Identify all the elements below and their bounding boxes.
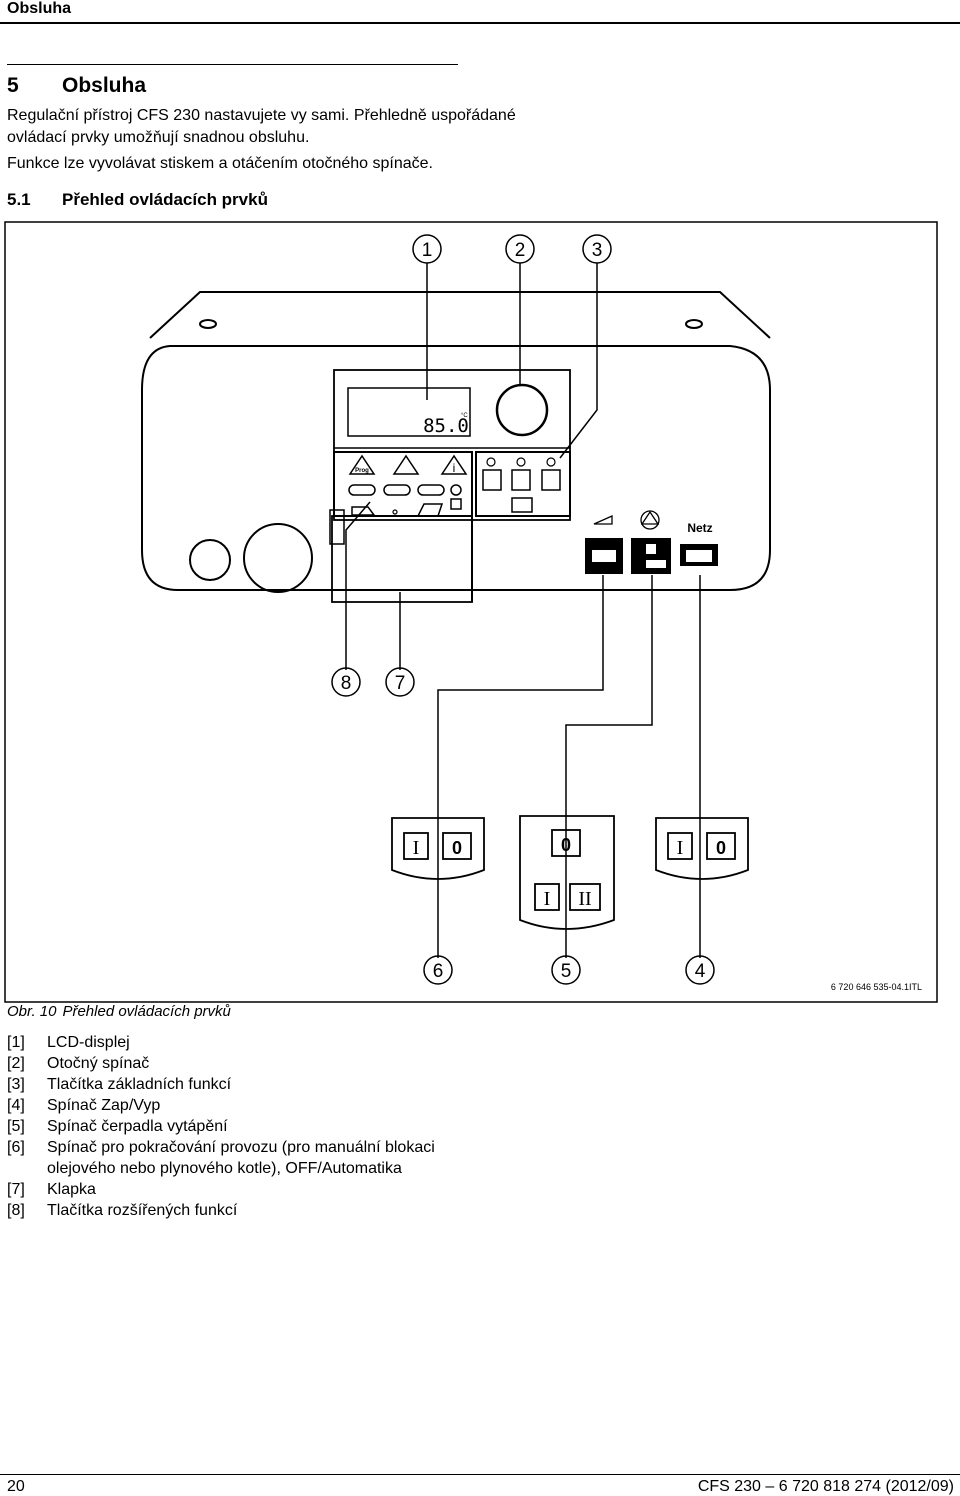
pump-icon — [640, 510, 660, 525]
switch-5-off: 0 — [561, 835, 571, 855]
controls-overview-figure: 1 2 3 8 7 6 5 4 85.0 °C Prog i Netz I 0 … — [4, 221, 938, 1003]
control-module — [333, 369, 571, 521]
basic-button-3 — [541, 469, 561, 491]
controller-top-housing — [149, 291, 771, 339]
callout-5: 5 — [561, 961, 572, 982]
callout-3-circle — [582, 234, 612, 264]
netz-label: Netz — [687, 521, 712, 535]
rotary-knob — [495, 383, 549, 437]
legend-item: [3]Tlačítka základních funkcí — [7, 1076, 232, 1093]
running-header: Obsluha — [7, 0, 72, 17]
basic-button-4 — [511, 497, 533, 513]
callout-4: 4 — [695, 961, 706, 982]
callout-8: 8 — [341, 673, 352, 694]
figure-caption: Obr. 10 Přehled ovládacích prvků — [7, 1003, 231, 1020]
switch-5-i: I — [544, 888, 551, 910]
section-number: 5 — [7, 74, 19, 97]
legend-item: [8]Tlačítka rozšířených funkcí — [7, 1202, 238, 1219]
housing-switches — [585, 538, 718, 574]
caption-text: Přehled ovládacích prvků — [62, 1003, 231, 1020]
burner-icon — [593, 514, 613, 525]
callout-1: 1 — [422, 240, 433, 261]
section-rule — [7, 64, 458, 65]
callout-3: 3 — [592, 240, 603, 261]
ext-button-4 — [450, 484, 462, 496]
legend-item: [4]Spínač Zap/Vyp — [7, 1097, 161, 1114]
callout-2-circle — [505, 234, 535, 264]
figure-frame — [4, 221, 938, 1003]
switch-5-housing — [631, 538, 671, 574]
legend-item: [1]LCD-displej — [7, 1034, 130, 1051]
legend-item: [5]Spínač čerpadla vytápění — [7, 1118, 228, 1135]
switch-panel-5 — [519, 815, 615, 930]
info-glyph: i — [453, 461, 456, 475]
switch-4-on: I — [677, 837, 684, 859]
lcd-display — [347, 387, 471, 437]
callout-5-circle — [551, 955, 581, 985]
ext-button-2 — [383, 484, 411, 496]
ext-button-6 — [351, 506, 376, 516]
intro-line-2: ovládací prvky umožňují snadnou obsluhu. — [7, 129, 310, 146]
lcd-unit: °C — [461, 413, 468, 419]
prog-button-icon — [348, 454, 376, 475]
section-title: Obsluha — [62, 74, 147, 97]
ext-button-7 — [416, 503, 444, 517]
switch-5-ii: II — [578, 888, 591, 910]
callout-6: 6 — [433, 961, 444, 982]
footer-rule — [0, 1474, 960, 1475]
mount-hole-right — [685, 319, 703, 329]
prog-label: Prog — [355, 468, 369, 474]
switch-6-off: 0 — [452, 838, 462, 858]
basic-button-2 — [511, 469, 531, 491]
callout-4-circle — [685, 955, 715, 985]
ext-button-1 — [348, 484, 376, 496]
callout-6-circle — [423, 955, 453, 985]
callout-1-circle — [412, 234, 442, 264]
callout-2: 2 — [515, 240, 526, 261]
callout-7: 7 — [395, 673, 406, 694]
legend-item: [7]Klapka — [7, 1181, 96, 1198]
legend-list: [1]LCD-displej [2]Otočný spínač [3]Tlačí… — [7, 1032, 477, 1221]
figure-ref-code: 6 720 646 535-04.1ITL — [831, 982, 922, 992]
intro-line-3: Funkce lze vyvolávat stiskem a otáčením … — [7, 155, 433, 172]
cable-opening-small — [189, 539, 231, 581]
page-number: 20 — [7, 1478, 25, 1495]
switch-panel-6 — [391, 817, 485, 880]
mount-hole-left — [199, 319, 217, 329]
info-icon — [440, 454, 468, 475]
legend-item: [6]Spínač pro pokračování provozu (pro m… — [7, 1139, 435, 1177]
chimney-sweep-icon — [392, 454, 420, 475]
switch-6-on: I — [413, 837, 420, 859]
subsection-number: 5.1 — [7, 190, 31, 209]
controller-body — [141, 345, 771, 591]
lcd-value: 85.0 — [423, 415, 469, 437]
doc-reference: CFS 230 – 6 720 818 274 (2012/09) — [697, 1478, 954, 1495]
ext-button-3 — [417, 484, 445, 496]
intro-line-1: Regulační přístroj CFS 230 nastavujete v… — [7, 107, 516, 124]
legend-item: [2]Otočný spínač — [7, 1055, 150, 1072]
basic-button-temp — [482, 469, 502, 491]
cable-opening-large — [243, 523, 313, 593]
caption-label: Obr. 10 — [7, 1003, 57, 1020]
switch-panel-4 — [655, 817, 749, 880]
callout-8-circle — [331, 667, 361, 697]
ext-button-5 — [450, 498, 462, 510]
switch-4-off: 0 — [716, 838, 726, 858]
subsection-title: Přehled ovládacích prvků — [62, 190, 268, 209]
header-rule — [0, 22, 960, 24]
callout-7-circle — [385, 667, 415, 697]
